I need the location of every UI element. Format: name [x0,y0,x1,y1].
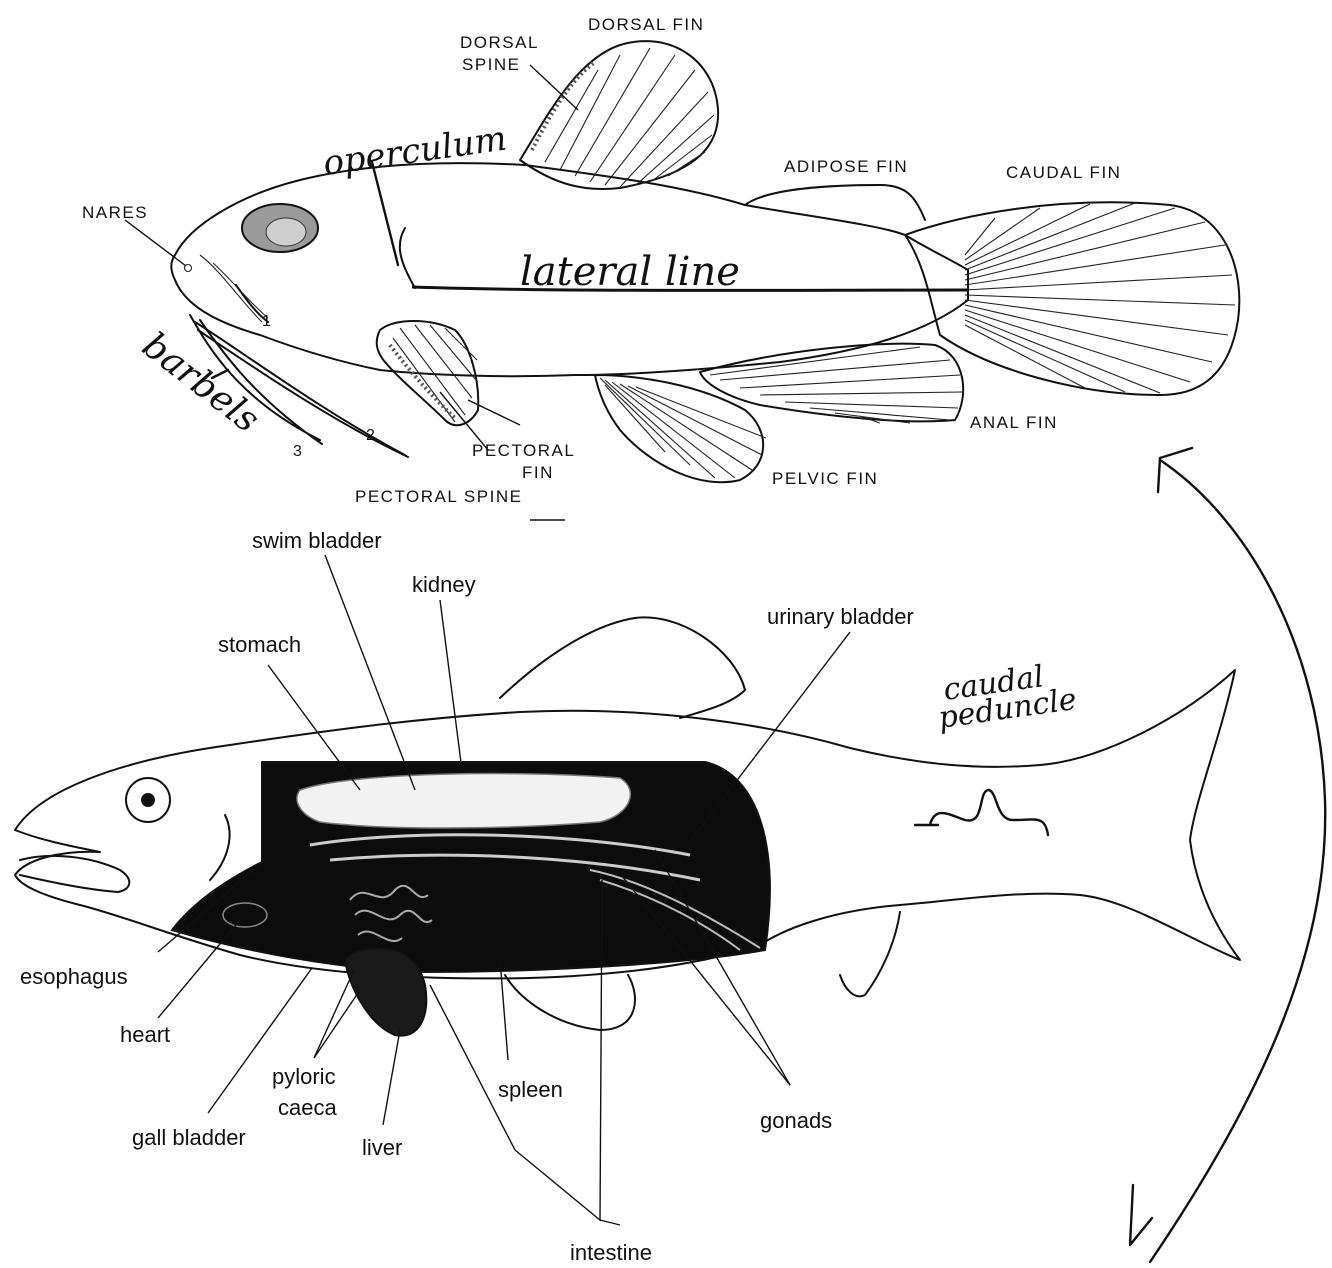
label-barbel-1: 1 [262,313,271,330]
label-esophagus: esophagus [20,964,128,989]
label-nares: NARES [82,203,148,222]
gill-slit [400,228,415,288]
nares-leader [125,220,186,266]
label-dorsal-spine-line1: DORSAL [460,33,539,52]
label-anal-fin: ANAL FIN [970,413,1058,432]
anal-fin [700,344,963,423]
trout-anal-fin [840,912,900,996]
label-pyloric-caeca-line1: pyloric [272,1064,336,1089]
label-dorsal-spine-line2: SPINE [462,55,521,74]
label-swim-bladder: swim bladder [252,528,382,553]
pelvic-fin [595,375,766,482]
label-adipose-fin: ADIPOSE FIN [784,157,908,176]
handwritten-lateral-line: lateral line [520,249,740,295]
label-stomach: stomach [218,632,301,657]
trout-pelvic-fin [505,975,635,1030]
label-pyloric-caeca-line2: caeca [278,1095,337,1120]
label-gall-bladder: gall bladder [132,1125,246,1150]
label-pectoral-fin-line2: FIN [522,463,554,482]
dorsal-fin [520,41,718,189]
label-pectoral-spine: PECTORAL SPINE [355,487,522,506]
label-dorsal-fin: DORSAL FIN [588,15,704,34]
label-liver: liver [362,1135,402,1160]
caudal-peduncle-bracket [930,790,1048,835]
label-barbel-3: 3 [293,443,302,460]
label-barbel-2: 2 [366,427,375,444]
caudal-fin [905,202,1239,395]
adipose-fin [745,185,925,220]
handwritten-barbels: barbels [134,325,266,441]
liver-organ [345,948,426,1036]
trout-gill-line [210,815,230,880]
label-pelvic-fin: PELVIC FIN [772,469,878,488]
pectoral-spine [390,345,455,418]
label-heart: heart [120,1022,170,1047]
label-intestine: intestine [570,1240,652,1265]
trout-dorsal-fin [500,617,745,718]
operculum-pointer [372,162,398,265]
label-urinary-bladder: urinary bladder [767,604,914,629]
swim-bladder [297,774,630,828]
label-kidney: kidney [412,572,476,597]
dorsal-spine-leader [530,65,578,110]
label-caudal-fin: CAUDAL FIN [1006,163,1121,182]
curved-arrow [1150,460,1325,1262]
label-gonads: gonads [760,1108,832,1133]
arrow-head-bottom [1130,1185,1152,1245]
handwritten-operculum: operculum [321,119,509,184]
label-spleen: spleen [498,1077,563,1102]
label-pectoral-fin-line1: PECTORAL [472,441,575,460]
